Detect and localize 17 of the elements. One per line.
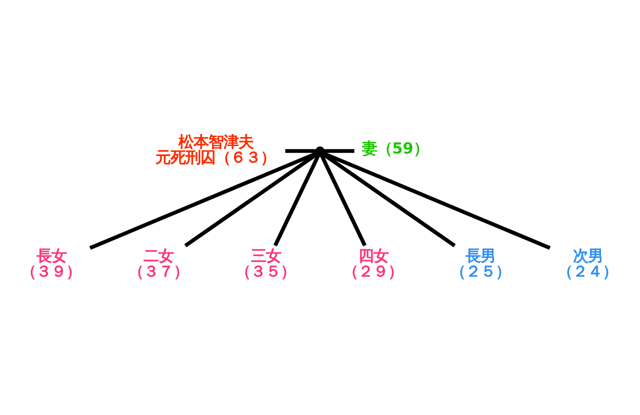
connector [324,148,354,152]
node-text: 長女 （３９） [21,246,82,280]
node-text: 四女 （２９） [342,246,403,280]
connector [285,148,316,152]
node-text: 二女 （３７） [128,246,188,280]
connector [89,151,318,250]
connector [322,151,551,250]
connector [322,152,456,247]
node-text: 長男 （２５） [450,246,510,280]
node-text: 松本智津夫 元死刑囚（６３） [156,132,276,166]
connector [273,154,320,246]
node-point [315,146,325,156]
connector [320,154,367,246]
node-text: 妻（59） [362,139,428,158]
node-text: 次男 （２４） [558,246,618,280]
connector [184,152,318,247]
node-text: 三女 （３５） [236,246,296,280]
